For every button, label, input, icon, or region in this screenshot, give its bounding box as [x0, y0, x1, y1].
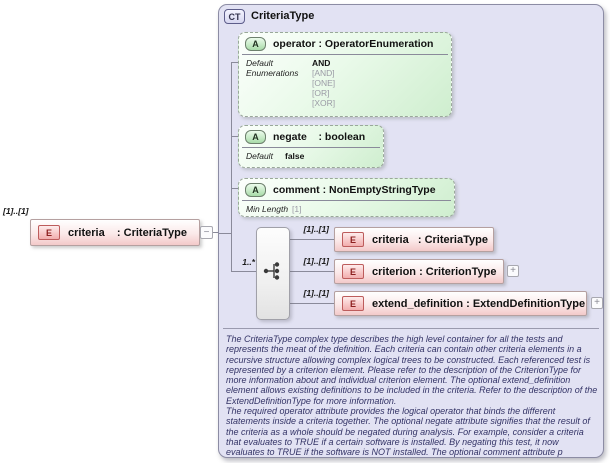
connector-line: [231, 62, 238, 63]
panel-title: CriteriaType: [251, 10, 315, 22]
expand-toggle[interactable]: +: [507, 265, 519, 277]
connector-line: [231, 188, 238, 189]
compositor-cardinality-label: 1..*: [242, 257, 255, 267]
divider: [242, 54, 448, 55]
documentation-text: The CriteriaType complex type describes …: [226, 334, 598, 458]
divider: [242, 147, 380, 148]
child-cardinality-label: [1]..[1]: [303, 224, 330, 234]
attribute-operator-label: operator : OperatorEnumeration: [273, 38, 434, 50]
expand-toggle[interactable]: +: [591, 297, 603, 309]
child-element-extend-definition[interactable]: E extend_definition : ExtendDefinitionTy…: [334, 291, 587, 316]
enum-value: [OR]: [312, 88, 330, 98]
documentation-paragraph: The CriteriaType complex type describes …: [226, 334, 598, 406]
complex-type-icon: CT: [224, 9, 245, 24]
choice-compositor[interactable]: [256, 227, 290, 320]
child-cardinality-label: [1]..[1]: [303, 288, 330, 298]
element-icon: E: [342, 232, 364, 247]
element-icon: E: [38, 225, 60, 240]
facet-label: Min Length: [246, 204, 289, 214]
attribute-operator[interactable]: A operator : OperatorEnumeration Default…: [238, 32, 452, 117]
facet-value: AND: [312, 58, 331, 68]
connector-line: [231, 62, 232, 272]
facet-label: Enumerations: [246, 68, 299, 78]
child-element-criterion[interactable]: E criterion : CriterionType: [334, 259, 504, 284]
attribute-icon: A: [245, 130, 266, 144]
facet-label: Default: [246, 151, 273, 161]
attribute-icon: A: [245, 37, 266, 51]
connector-line: [290, 271, 334, 272]
child-element-criterion-label: criterion : CriterionType: [372, 265, 497, 278]
facet-value: false: [285, 151, 305, 161]
complex-type-panel: CT CriteriaType A operator : OperatorEnu…: [218, 4, 604, 458]
connector-line: [231, 271, 256, 272]
child-element-criteria-label: criteria : CriteriaType: [372, 233, 488, 246]
child-element-extend-definition-label: extend_definition : ExtendDefinitionType: [372, 297, 586, 310]
root-cardinality-label: [1]..[1]: [3, 206, 29, 216]
enum-value: [XOR]: [312, 98, 336, 108]
attribute-icon: A: [245, 183, 266, 197]
enum-value: [AND]: [312, 68, 335, 78]
documentation-paragraph: The required operator attribute provides…: [226, 406, 590, 458]
connector-line: [231, 136, 238, 137]
connector-line: [219, 233, 231, 234]
attribute-negate-label: negate : boolean: [273, 131, 366, 143]
child-cardinality-label: [1]..[1]: [303, 256, 330, 266]
connector-line: [213, 232, 219, 233]
element-icon: E: [342, 296, 364, 311]
child-element-criteria[interactable]: E criteria : CriteriaType: [334, 227, 494, 252]
attribute-comment[interactable]: A comment : NonEmptyStringType Min Lengt…: [238, 178, 455, 217]
choice-icon: [262, 261, 284, 286]
divider: [242, 200, 451, 201]
connector-line: [290, 239, 334, 240]
attribute-comment-label: comment : NonEmptyStringType: [273, 184, 436, 196]
facet-value: [1]: [292, 204, 302, 214]
element-icon: E: [342, 264, 364, 279]
attribute-negate[interactable]: A negate : boolean Default false: [238, 125, 384, 168]
root-element-label: criteria : CriteriaType: [68, 226, 188, 239]
collapse-toggle[interactable]: −: [200, 226, 213, 239]
facet-label: Default: [246, 58, 273, 68]
connector-line: [290, 303, 334, 304]
root-element-criteria[interactable]: E criteria : CriteriaType: [30, 219, 200, 246]
enum-value: [ONE]: [312, 78, 336, 88]
divider: [223, 328, 599, 329]
